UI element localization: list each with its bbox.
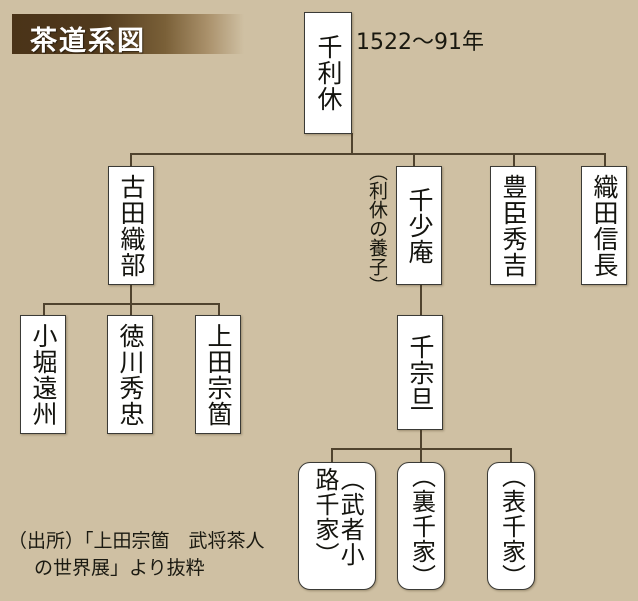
node-soko-label: 上田宗箇 [204,322,233,427]
node-nobunaga[interactable]: 織田信長 [581,166,627,285]
connector-sotan-stem [420,430,422,450]
node-enshu-label: 小堀遠州 [29,322,58,427]
connector-drop-soko [218,303,220,315]
shoan-note-label: （利休の養子） [365,162,388,295]
node-nobunaga-label: 織田信長 [590,173,619,278]
node-shoan-label: 千少庵 [405,186,434,265]
connector-drop-hidetada [130,303,132,315]
connector-drop-enshu [43,303,45,315]
node-urasenke-label: （裏千家） [407,463,436,589]
connector-row2-bus [130,153,606,155]
node-hideyoshi[interactable]: 豊臣秀吉 [490,166,536,285]
connector-shoan-sotan [420,285,422,315]
connector-drop-hideyoshi [513,153,515,167]
node-shoan[interactable]: 千少庵 [396,166,442,285]
node-omotesenke-label: （表千家） [497,463,526,589]
connector-drop-oribe [130,153,132,167]
connector-drop-urasenke [420,448,422,462]
rikyu-dates-label: 1522〜91年 [356,30,484,55]
connector-oribe-stem [130,285,132,305]
node-omotesenke[interactable]: （表千家） [487,462,535,590]
page-title: 茶道系図 [30,26,146,57]
connector-rikyu-stem [351,133,353,155]
node-rikyu[interactable]: 千利休 [304,12,352,134]
connector-drop-mushanokoji [331,448,333,462]
source-note: （出所）「上田宗箇 武将茶人 の世界展」より抜粋 [8,528,308,582]
node-oribe[interactable]: 古田織部 [108,166,154,285]
node-hidetada-label: 徳川秀忠 [116,322,145,427]
source-line-1: （出所）「上田宗箇 武将茶人 [8,530,265,552]
node-sotan[interactable]: 千宗旦 [397,315,443,430]
node-oribe-label: 古田織部 [117,173,146,278]
node-enshu[interactable]: 小堀遠州 [20,315,66,434]
node-soko[interactable]: 上田宗箇 [195,315,241,434]
connector-drop-omotesenke [510,448,512,462]
node-rikyu-label: 千利休 [314,34,343,112]
node-hideyoshi-label: 豊臣秀吉 [499,173,528,278]
node-hidetada[interactable]: 徳川秀忠 [107,315,153,434]
node-mushanokoji-label: （武者小路千家） [311,467,365,567]
connector-drop-nobunaga [604,153,606,167]
source-line-2: の世界展」より抜粋 [34,556,205,579]
node-sotan-label: 千宗旦 [406,333,435,412]
node-mushanokoji[interactable]: （武者小路千家） [298,462,376,590]
connector-drop-shoan [413,153,415,167]
node-urasenke[interactable]: （裏千家） [397,462,445,590]
title-banner [12,14,244,54]
